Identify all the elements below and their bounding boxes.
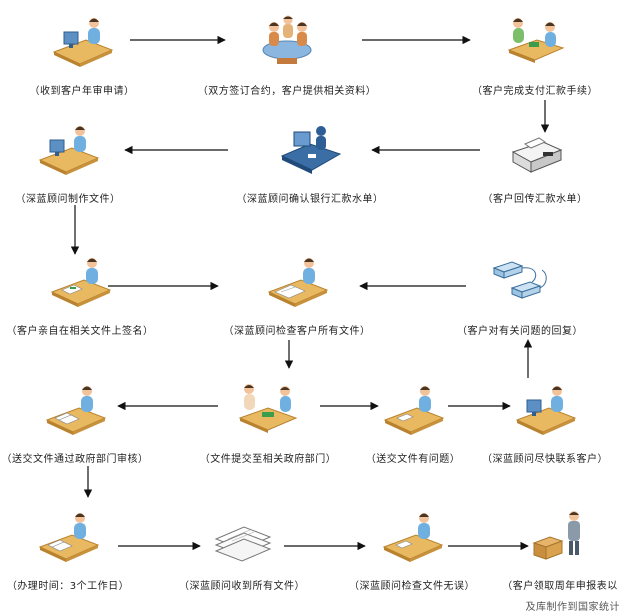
flow-node-n11: （文件提交至相关政府部门） (200, 384, 336, 465)
flow-node-n12: （送交文件有问题） (366, 386, 460, 465)
node-label: （深蓝顾问检查文件无误） (349, 581, 475, 592)
flow-node-n16: （深蓝顾问检查文件无误） (349, 513, 475, 592)
blue-workstation-icon (278, 122, 342, 176)
node-label: （客户对有关问题的回复） (457, 326, 583, 337)
node-label: （客户亲自在相关文件上签名） (6, 326, 154, 337)
handshake-desk-icon (503, 14, 567, 68)
person-with-documents-icon (43, 382, 107, 436)
courier-with-boxes-icon (528, 509, 592, 563)
person-signing-icon (48, 254, 112, 308)
node-label: （深蓝顾问检查客户所有文件） (223, 326, 371, 337)
flow-node-n5: （深蓝顾问确认银行汇款水单） (237, 126, 383, 205)
flow-node-n10: （送交文件通过政府部门审核） (2, 386, 148, 465)
flow-node-n4: （深蓝顾问制作文件） (16, 126, 120, 205)
fax-machine-icon (503, 122, 567, 176)
node-label: （客户回传汇款水单） (482, 194, 588, 205)
node-label: （客户完成支付汇款手续） (472, 86, 598, 97)
document-stack-icon (210, 509, 274, 563)
person-at-computer-icon (36, 122, 100, 176)
flow-node-n15: （深蓝顾问收到所有文件） (179, 526, 305, 592)
node-label: （送交文件通过政府部门审核） (1, 454, 149, 465)
two-people-exchange-icon (236, 382, 300, 436)
flow-node-n9: （客户对有关问题的回复） (457, 261, 583, 337)
node-label: （深蓝顾问确认银行汇款水单） (236, 194, 384, 205)
node-label: （收到客户年审申请） (29, 86, 135, 97)
watermark-text: 及库制作到国家统计 (525, 602, 620, 613)
flow-node-n13: （深蓝顾问尽快联系客户） (482, 386, 608, 465)
node-label: （客户领取周年申报表以 (502, 581, 618, 592)
person-at-computer-icon (50, 14, 114, 68)
flow-node-n3: （客户完成支付汇款手续） (472, 18, 598, 97)
node-label: （深蓝顾问收到所有文件） (179, 581, 305, 592)
flow-node-n2: （双方签订合约，客户提供相关资料） (198, 15, 376, 97)
flow-node-n1: （收到客户年审申请） (30, 18, 134, 97)
person-with-documents-icon (36, 509, 100, 563)
meeting-table-icon (255, 14, 319, 68)
person-at-computer-icon (513, 382, 577, 436)
node-label: （深蓝顾问尽快联系客户） (482, 454, 608, 465)
telephones-icon (488, 254, 552, 308)
flow-node-n8: （深蓝顾问检查客户所有文件） (224, 258, 370, 337)
person-at-desk-icon (381, 382, 445, 436)
flow-node-n14: （办理时间：3个工作日） (7, 513, 129, 592)
flow-node-n7: （客户亲自在相关文件上签名） (7, 258, 153, 337)
node-label: （文件提交至相关政府部门） (199, 454, 337, 465)
node-label: （双方签订合约，客户提供相关资料） (197, 86, 377, 97)
node-label: （深蓝顾问制作文件） (15, 194, 121, 205)
node-label: （办理时间：3个工作日） (6, 581, 130, 592)
person-at-desk-icon (380, 509, 444, 563)
flow-node-n6: （客户回传汇款水单） (483, 137, 587, 205)
person-checking-documents-icon (265, 254, 329, 308)
node-label: （送交文件有问题） (365, 454, 461, 465)
flow-node-n17: （客户领取周年申报表以 (502, 511, 617, 592)
